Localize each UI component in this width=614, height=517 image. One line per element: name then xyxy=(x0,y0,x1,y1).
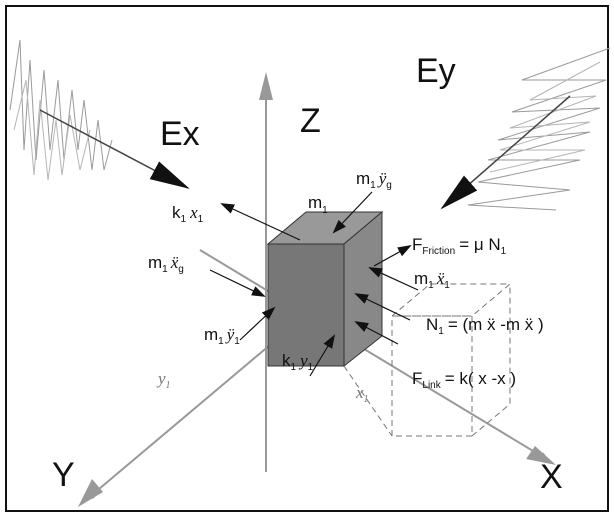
z-axis-label: Z xyxy=(300,102,321,140)
y-axis-arrowhead xyxy=(78,479,103,507)
y-axis-label: Y xyxy=(52,456,75,494)
ex-signal-icon xyxy=(9,39,113,171)
x-axis-label: X xyxy=(540,458,563,496)
ey-label: Ey xyxy=(416,52,456,90)
spring-x-arrow xyxy=(220,203,301,241)
ex-signal-icon-2 xyxy=(13,79,91,181)
link-arrow xyxy=(354,321,399,345)
inertia-xg-arrow xyxy=(209,269,266,297)
normal-arrow xyxy=(354,293,411,321)
block-front-face xyxy=(267,243,345,367)
displacement-y-label: y1 xyxy=(156,369,171,391)
ex-label: Ex xyxy=(160,115,200,153)
mass-label: m1 xyxy=(308,193,328,216)
ey-direction-arrow xyxy=(440,95,571,210)
normal-label: N1= (m ẍ -m ẍ ) xyxy=(426,315,544,337)
ey-signal-icon-2 xyxy=(489,61,601,173)
friction-arrow xyxy=(373,245,412,267)
ey-signal-icon xyxy=(467,47,611,211)
spring-y-arrow xyxy=(309,334,336,377)
link-label: FLink= k( x -x ) xyxy=(412,369,516,391)
frame-border xyxy=(5,5,609,512)
x-axis xyxy=(199,249,550,462)
inertia-y1-arrow xyxy=(239,306,276,341)
mass-block xyxy=(266,210,384,368)
inertia-yg-arrow xyxy=(332,191,373,234)
displaced-block xyxy=(343,283,512,437)
inertia-x1-arrow xyxy=(368,267,419,291)
displacement-x-label: x1 xyxy=(355,383,369,405)
z-axis-arrowhead xyxy=(259,72,273,100)
force-arrows xyxy=(209,191,419,377)
x-axis-arrowhead xyxy=(526,446,556,465)
ex-direction-arrow xyxy=(39,109,190,189)
friction-label: FFriction= μ N1 xyxy=(412,235,507,257)
